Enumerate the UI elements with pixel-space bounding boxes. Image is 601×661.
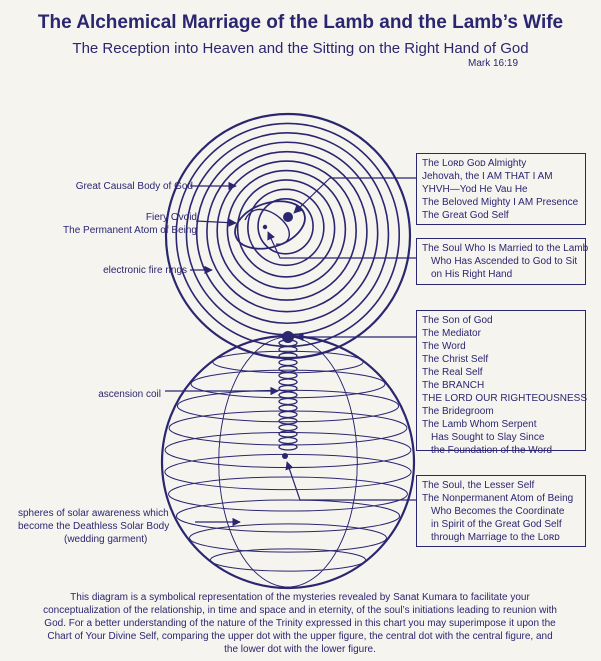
page-subtitle: The Reception into Heaven and the Sittin…: [72, 40, 529, 57]
box-line: The Soul Who Is Married to the Lamb: [422, 243, 589, 254]
soul-dot: [262, 224, 268, 230]
box-line: Who Becomes the Coordinate: [431, 506, 565, 517]
box-line: Who Has Ascended to God to Sit: [431, 256, 578, 267]
box-line: The Nonpermanent Atom of Being: [422, 493, 574, 504]
solar-sphere-ring: [164, 453, 412, 491]
caption-text: This diagram is a symbolical representat…: [43, 592, 557, 655]
arrow-lower-dot: [285, 461, 416, 501]
box-line: Has Sought to Slay Since: [431, 432, 545, 443]
coil-loop: [278, 378, 298, 386]
fiery-ovoid: [234, 200, 306, 250]
box-line: The Great God Self: [422, 210, 509, 221]
box-line: The Word: [422, 341, 466, 352]
fire-ring: [175, 122, 401, 348]
arrow-soul-dot: [267, 231, 416, 259]
label-ascension-coil: ascension coil: [98, 389, 161, 400]
solar-sphere-ring: [168, 410, 408, 446]
coil-loop: [278, 404, 298, 412]
box-line: The Bridegroom: [422, 406, 494, 417]
box-line: The Son of God: [422, 315, 493, 326]
coil-loop: [278, 391, 298, 399]
label-causal-body: Great Causal Body of God: [75, 181, 193, 192]
coil-loop: [278, 423, 298, 432]
coil-loop: [278, 436, 298, 445]
box-line: in Spirit of the Great God Self: [431, 519, 562, 530]
pointer-arrows: [165, 177, 416, 527]
arrow-upper-dot: [293, 177, 416, 214]
fire-ring: [206, 150, 368, 313]
box-line: The Lᴏʀᴅ Gᴏᴅ Almighty: [422, 158, 527, 169]
coil-loop: [278, 430, 298, 438]
label-spheres: spheres of solar awareness which become …: [18, 508, 170, 545]
solar-sphere-ring: [189, 523, 387, 553]
coil-loop: [278, 365, 298, 373]
box-line: on His Right Hand: [431, 269, 513, 280]
coil-loop: [278, 443, 298, 451]
label-fire-rings: electronic fire rings: [103, 265, 187, 276]
box-line: through Marriage to the Lᴏʀᴅ: [431, 532, 560, 543]
meridian: [218, 336, 358, 588]
solar-sphere-ring: [175, 499, 401, 533]
box-line: The BRANCH: [422, 380, 485, 391]
outer-ring: [164, 112, 412, 360]
box-line: THE LORD OUR RIGHTEOUSNESS: [422, 393, 588, 404]
box-line: The Beloved Mighty I AM Presence: [422, 197, 579, 208]
solar-sphere-ring: [209, 548, 367, 572]
central-dot: [282, 331, 294, 343]
upper-dot: [283, 212, 293, 222]
fire-ring: [247, 188, 325, 267]
coil-loop: [278, 358, 298, 367]
box-line: YHVH—Yod He Vau He: [422, 184, 528, 195]
scripture-reference: Mark 16:19: [468, 58, 519, 69]
page-title: The Alchemical Marriage of the Lamb and …: [37, 12, 564, 33]
box-line: The Soul, the Lesser Self: [422, 480, 535, 491]
coil-loop: [278, 397, 298, 406]
coil-loop: [278, 410, 298, 419]
coil-loop: [278, 371, 298, 380]
arrow-fiery-ovoid: [195, 218, 237, 227]
solar-sphere-ring: [168, 476, 408, 512]
fire-ring: [195, 141, 379, 325]
label-fiery-ovoid: Fiery Ovoid The Permanent Atom of Being: [63, 212, 197, 236]
lower-dot: [282, 453, 288, 459]
solar-sphere-ring: [176, 389, 400, 423]
box-line: The Mediator: [422, 328, 481, 339]
meridian: [218, 336, 358, 588]
fire-ring: [257, 197, 314, 255]
fire-ring: [236, 179, 336, 278]
box-line: The Christ Self: [422, 354, 489, 365]
box-line: the Foundation of the Word: [431, 445, 553, 456]
lower-sphere: [160, 334, 416, 590]
coil-loop: [278, 417, 298, 425]
ascension-coil: [278, 339, 298, 451]
box-line: The Lamb Whom Serpent: [422, 419, 537, 430]
box-line: Jehovah, the I AM THAT I AM: [422, 171, 553, 182]
great-causal-body: [164, 112, 412, 360]
solar-sphere-ring: [212, 350, 364, 374]
fire-ring: [226, 169, 347, 290]
fire-ring: [216, 160, 357, 301]
box-line: The Real Self: [422, 367, 483, 378]
